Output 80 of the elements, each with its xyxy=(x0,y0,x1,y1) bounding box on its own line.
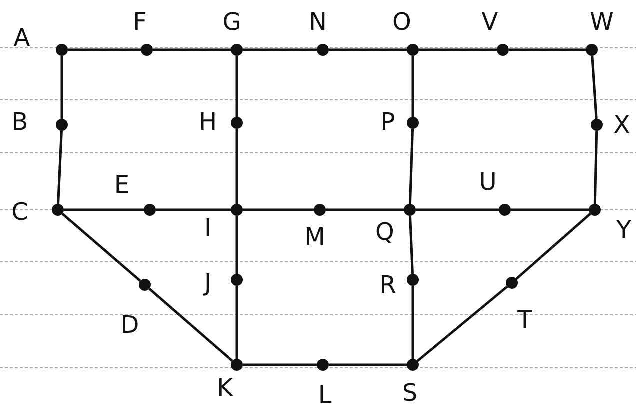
vertex-dot xyxy=(144,204,156,216)
vertex-dot xyxy=(231,44,243,56)
vertex-dot xyxy=(231,204,243,216)
connector-line xyxy=(329,48,407,52)
vertex-dot xyxy=(317,359,329,371)
connector-line xyxy=(62,212,142,282)
connector-line xyxy=(409,216,414,274)
vertex-dot xyxy=(499,204,511,216)
connector-line xyxy=(419,48,497,52)
connector-line xyxy=(326,208,404,212)
connector-line xyxy=(416,208,499,212)
vertex-dot xyxy=(407,359,419,371)
vertex-dot xyxy=(314,204,326,216)
vertex-label: H xyxy=(198,110,218,134)
vertex-label: S xyxy=(402,381,418,405)
connector-line xyxy=(236,129,238,204)
vertex-dot xyxy=(404,204,416,216)
connector-line xyxy=(329,364,407,366)
connector-line xyxy=(243,48,317,52)
vertex-label: W xyxy=(590,10,614,34)
connector-line xyxy=(412,56,414,117)
vertex-dot xyxy=(231,274,243,286)
connector-line xyxy=(68,48,141,52)
vertex-dot xyxy=(407,44,419,56)
vertex-label: A xyxy=(14,26,30,50)
vertex-dot xyxy=(407,117,419,129)
connector-line xyxy=(511,208,589,212)
vertex-dot xyxy=(407,274,419,286)
connector-line xyxy=(594,130,598,204)
vertex-dot xyxy=(56,44,68,56)
vertex-dot xyxy=(591,119,603,131)
connector-line xyxy=(64,208,144,212)
vertex-label: O xyxy=(392,10,412,34)
vertex-label: N xyxy=(309,10,327,34)
connector-line xyxy=(236,56,238,117)
vertex-dot xyxy=(139,279,151,291)
vertex-label: M xyxy=(304,225,326,249)
vertex-label: C xyxy=(12,200,28,224)
vertex-label: B xyxy=(12,110,28,134)
connector-line xyxy=(60,56,64,119)
vertex-label: T xyxy=(518,308,532,332)
vertex-label: X xyxy=(614,113,630,137)
vertex-label: J xyxy=(204,271,212,295)
vertex-label: Y xyxy=(616,218,632,242)
connector-line xyxy=(591,56,598,120)
vertex-dot xyxy=(141,44,153,56)
vertex-label: L xyxy=(318,383,332,407)
vertex-dot xyxy=(231,117,243,129)
connector-line xyxy=(412,286,414,359)
vertex-label: V xyxy=(482,10,498,34)
vertex-dot xyxy=(52,204,64,216)
connector-line xyxy=(509,48,586,52)
vertex-label: G xyxy=(222,10,242,34)
connector-line xyxy=(236,216,238,274)
connector-line xyxy=(408,128,414,204)
vertex-label: E xyxy=(114,173,130,197)
vertex-dot xyxy=(497,44,509,56)
connector-line xyxy=(516,213,592,280)
vertex-dot xyxy=(506,277,518,289)
vertex-label: U xyxy=(479,170,497,194)
connector-line xyxy=(153,48,231,52)
vertex-dot xyxy=(589,204,601,216)
vertex-label: K xyxy=(217,376,233,400)
vertex-dot xyxy=(56,119,68,131)
vertex-label: P xyxy=(380,110,396,134)
connector-line xyxy=(156,208,231,212)
vertex-label: D xyxy=(120,313,140,337)
connector-line xyxy=(416,286,508,362)
vertex-label: I xyxy=(204,216,212,240)
vertex-dot xyxy=(317,44,329,56)
connector-line xyxy=(243,208,314,212)
vertex-label: Q xyxy=(376,220,394,244)
vertex-dot xyxy=(586,44,598,56)
connector-line xyxy=(148,288,234,362)
connector-line xyxy=(57,130,63,204)
vertex-label: F xyxy=(133,10,147,34)
vertex-dot xyxy=(231,359,243,371)
connector-line xyxy=(243,364,317,366)
vertex-label: R xyxy=(380,273,396,297)
connector-line xyxy=(236,286,238,359)
